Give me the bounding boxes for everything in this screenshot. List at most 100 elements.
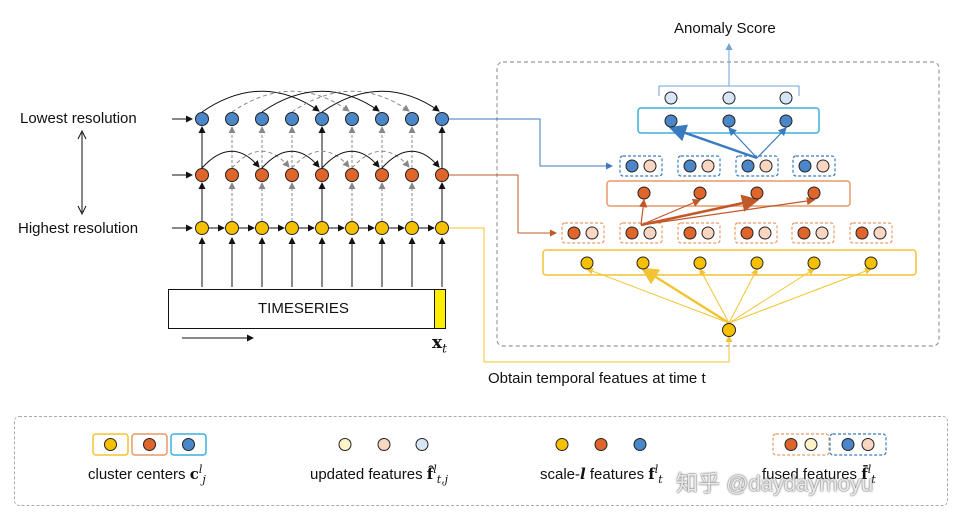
legend-fused-dot (804, 438, 818, 451)
orange-updated-feature (815, 226, 829, 240)
blue-assign-arrow (756, 127, 787, 159)
legend-cluster-centers: cluster centers clj (88, 463, 206, 486)
orange-assign-arrow (638, 198, 648, 226)
blue-node (435, 112, 449, 126)
legend-scale-dot (594, 438, 608, 451)
timeseries-label: TIMESERIES (258, 300, 349, 317)
orange-node (285, 168, 299, 182)
blue-node (345, 112, 359, 126)
orange-node (345, 168, 359, 182)
orange-updated-feature (701, 226, 715, 240)
blue-feature (625, 159, 639, 173)
orange-node (435, 168, 449, 182)
resolution-arrow (77, 129, 87, 216)
blue-node (375, 112, 389, 126)
blue-cluster-center (722, 114, 736, 128)
orange-updated-feature (758, 226, 772, 240)
blue-updated-center (722, 91, 736, 105)
orange-cluster-center (693, 186, 707, 200)
temporal-network (172, 90, 733, 363)
legend-cluster-dot (143, 438, 156, 451)
yellow-assign-arrow (699, 268, 730, 324)
yellow-cluster-center (807, 256, 821, 270)
orange-level-arc (321, 150, 380, 169)
blue-level-arc (321, 90, 440, 113)
orange-assign-arrow (640, 194, 760, 227)
blue-node (255, 112, 269, 126)
yellow-node (225, 221, 239, 235)
blue-cluster-center (779, 114, 793, 128)
legend-updated-dot (377, 438, 391, 451)
legend-fused-dot (861, 438, 875, 451)
legend-scale-dot (555, 438, 569, 451)
yellow-node (195, 221, 209, 235)
orange-updated-feature (873, 226, 887, 240)
legend-cluster-dot (104, 438, 117, 451)
orange-feature (683, 226, 697, 240)
orange-node (375, 168, 389, 182)
orange-level-arc (351, 150, 410, 169)
yellow-node (285, 221, 299, 235)
blue-cluster-center (664, 114, 678, 128)
legend-updated-features: updated features f̂lt,j (310, 463, 449, 486)
blue-level-arc (291, 90, 410, 113)
yellow-cluster-box (542, 249, 917, 276)
current-scale-feature (722, 323, 736, 337)
blue-updated-feature (816, 159, 830, 173)
blue-level-arc (231, 90, 350, 113)
orange-cluster-center (637, 186, 651, 200)
blue-node (285, 112, 299, 126)
orange-level-arc (381, 150, 440, 169)
yellow-assign-arrow (586, 267, 730, 324)
yellow-connector (449, 227, 733, 363)
orange-node (315, 168, 329, 182)
yellow-node (315, 221, 329, 235)
blue-connector (449, 118, 613, 170)
legend-fused-dot (784, 438, 798, 451)
yellow-node (435, 221, 449, 235)
orange-updated-feature (643, 226, 657, 240)
blue-updated-center (779, 91, 793, 105)
yellow-node (345, 221, 359, 235)
blue-assign-arrow (668, 124, 758, 160)
orange-level-arc (291, 150, 350, 169)
orange-level-arc (261, 150, 320, 169)
orange-feature (855, 226, 869, 240)
blue-node (315, 112, 329, 126)
legend-graphics (92, 433, 887, 456)
yellow-cluster-center (693, 256, 707, 270)
legend-fused-features: fused features f̄lt (762, 463, 876, 486)
orange-cluster-center (807, 186, 821, 200)
blue-assign-arrow (728, 127, 758, 159)
orange-connector (449, 174, 557, 237)
blue-updated-feature (759, 159, 773, 173)
yellow-assign-arrow (728, 267, 872, 324)
orange-node (255, 168, 269, 182)
orange-assign-arrow (640, 196, 816, 226)
orange-feature (740, 226, 754, 240)
blue-node (405, 112, 419, 126)
orange-cluster-center (750, 186, 764, 200)
blue-level-arc (261, 90, 380, 113)
timeseries-box (168, 289, 437, 329)
orange-feature (797, 226, 811, 240)
legend-updated-dot (338, 438, 352, 451)
legend-scale-dot (633, 438, 647, 451)
blue-node (225, 112, 239, 126)
blue-updated-feature (701, 159, 715, 173)
blue-level-arc (201, 90, 320, 113)
temporal-features-caption: Obtain temporal featues at time t (488, 370, 706, 387)
current-timestep-symbol: xt (432, 333, 447, 356)
yellow-assign-arrow (640, 267, 730, 325)
yellow-assign-arrow (728, 268, 815, 324)
orange-node (405, 168, 419, 182)
current-timestep-bar (434, 289, 446, 329)
blue-feature (741, 159, 755, 173)
yellow-cluster-center (864, 256, 878, 270)
orange-feature (625, 226, 639, 240)
legend-fused-box (772, 433, 830, 456)
yellow-cluster-center (636, 256, 650, 270)
blue-feature (683, 159, 697, 173)
model-panel (496, 61, 940, 347)
